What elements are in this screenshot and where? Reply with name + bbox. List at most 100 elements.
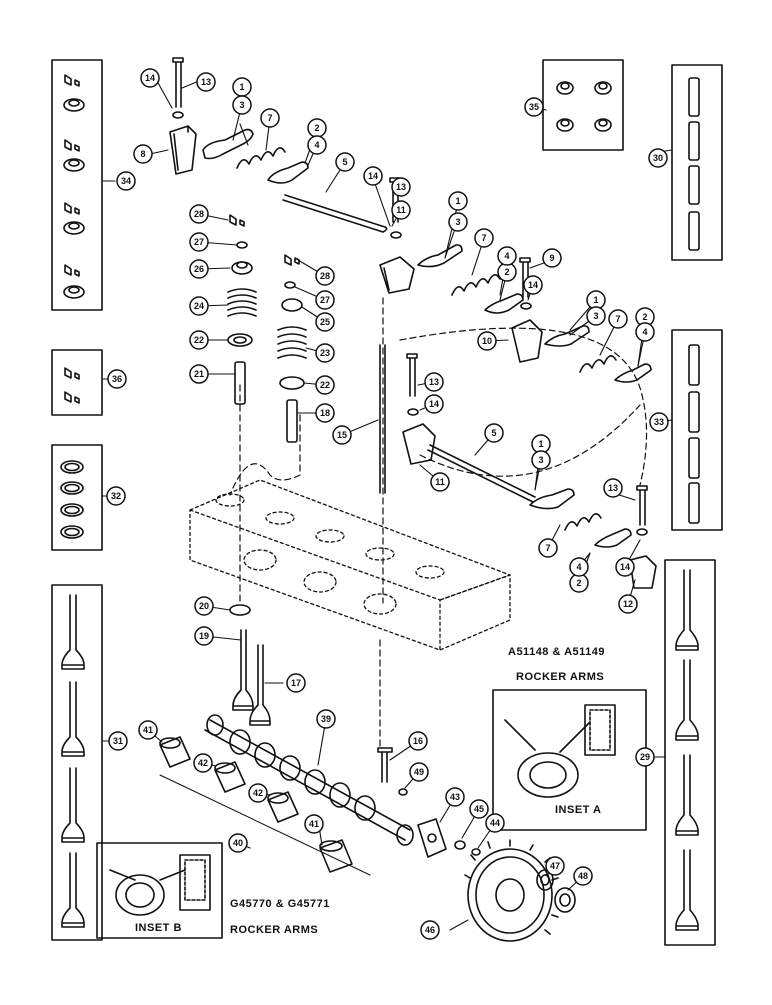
callout-number-c14b: 14 (368, 171, 378, 181)
callout-number-c3d: 3 (538, 455, 543, 465)
callout-number-c12: 12 (623, 599, 633, 609)
callout-circle-c11b (430, 472, 450, 492)
callout-circle-c48 (573, 866, 593, 886)
callout-circle-c19 (194, 626, 214, 646)
callout-number-c13d: 13 (608, 483, 618, 493)
small-hardware (377, 747, 481, 858)
callout-circle-c28a (189, 204, 209, 224)
callout-number-c16: 16 (413, 736, 423, 746)
callout-circle-c35 (524, 97, 544, 117)
callout-circle-c28b (315, 266, 335, 286)
callout-circle-c22b (315, 375, 335, 395)
callout-number-c1d: 1 (538, 439, 543, 449)
callout-circle-c9 (542, 248, 562, 268)
callout-number-c3b: 3 (455, 217, 460, 227)
callout-circle-c5b (484, 423, 504, 443)
callout-number-c32: 32 (111, 491, 121, 501)
rocker-assembly-upper (169, 57, 652, 383)
cam-bearings (159, 736, 371, 876)
callout-circle-c21 (189, 364, 209, 384)
inset-a-label: INSET A (555, 804, 602, 816)
callout-circle-c3b (448, 212, 468, 232)
callout-circle-c13b (391, 177, 411, 197)
callout-circle-c33 (649, 412, 669, 432)
callout-number-c45: 45 (474, 804, 484, 814)
callout-number-c4a: 4 (314, 140, 319, 150)
callout-circle-c36 (107, 369, 127, 389)
valves (229, 604, 271, 726)
callout-number-c26: 26 (194, 264, 204, 274)
callout-circle-c7c (608, 309, 628, 329)
callout-circle-c5a (335, 152, 355, 172)
callout-number-c9: 9 (549, 253, 554, 263)
callout-number-c4d: 4 (576, 562, 581, 572)
callout-number-c27a: 27 (194, 237, 204, 247)
callout-circle-c12 (618, 594, 638, 614)
inset-b-label: INSET B (135, 922, 182, 934)
kit-box-29 (664, 559, 716, 946)
callout-number-c14a: 14 (145, 73, 155, 83)
callout-number-c39: 39 (321, 714, 331, 724)
callout-circle-c41b (304, 814, 324, 834)
kit-box-30 (671, 64, 723, 261)
callout-circle-c20 (194, 596, 214, 616)
inset-b-box (96, 842, 223, 939)
callout-circle-c27a (189, 232, 209, 252)
callout-number-c7a: 7 (267, 113, 272, 123)
callout-circle-c14d (424, 394, 444, 414)
callout-number-c42a: 42 (198, 758, 208, 768)
callout-number-c1c: 1 (593, 295, 598, 305)
callout-number-c49: 49 (414, 767, 424, 777)
callout-number-c2b: 2 (504, 267, 509, 277)
callout-group: 1111222233334444557777891011111213131313… (106, 68, 669, 940)
callout-circle-c47 (545, 856, 565, 876)
callout-number-c17: 17 (291, 678, 301, 688)
callout-circle-c22a (189, 330, 209, 350)
callout-number-c18: 18 (320, 408, 330, 418)
callout-number-c5b: 5 (491, 428, 496, 438)
inset-a-title: ROCKER ARMS (516, 671, 605, 683)
callout-circle-c11a (391, 200, 411, 220)
callout-circle-c27b (315, 290, 335, 310)
callout-circle-c49 (409, 762, 429, 782)
callout-circle-c7b (474, 228, 494, 248)
callout-number-c2a: 2 (314, 123, 319, 133)
kit-box-34 (51, 59, 103, 311)
callout-number-c22b: 22 (320, 380, 330, 390)
callout-number-c27b: 27 (320, 295, 330, 305)
callout-circle-c41a (138, 720, 158, 740)
callout-number-c44: 44 (490, 818, 500, 828)
valve-parts (227, 214, 386, 494)
callout-circle-c32 (106, 486, 126, 506)
callout-number-c7d: 7 (545, 543, 550, 553)
callout-number-c1b: 1 (455, 196, 460, 206)
callout-number-c2d: 2 (576, 578, 581, 588)
callout-number-c47: 47 (550, 861, 560, 871)
callout-circle-c13a (196, 72, 216, 92)
dashed-guides (229, 297, 648, 751)
camshaft (204, 714, 414, 846)
callout-circle-c46 (420, 920, 440, 940)
callout-circle-c17 (286, 673, 306, 693)
callout-number-c40: 40 (233, 838, 243, 848)
callout-number-c11a: 11 (396, 205, 406, 215)
callout-circle-c31 (108, 731, 128, 751)
callout-number-c31: 31 (113, 736, 123, 746)
kit-box-31 (51, 584, 103, 941)
callout-circle-c18 (315, 403, 335, 423)
callout-circle-c10 (477, 331, 497, 351)
callout-number-c22a: 22 (194, 335, 204, 345)
callout-circle-c42a (193, 753, 213, 773)
callout-circle-c29 (635, 747, 655, 767)
callout-number-c20: 20 (199, 601, 209, 611)
callout-number-c14e: 14 (620, 562, 630, 572)
inset-b-title: ROCKER ARMS (230, 924, 319, 936)
callout-number-c7b: 7 (481, 233, 486, 243)
callout-number-c42b: 42 (253, 788, 263, 798)
leader-lines (101, 80, 673, 931)
callout-number-c13a: 13 (201, 77, 211, 87)
callout-circle-c16 (408, 731, 428, 751)
callout-number-c30: 30 (653, 153, 663, 163)
callout-number-c24: 24 (194, 301, 204, 311)
callout-number-c3c: 3 (593, 311, 598, 321)
